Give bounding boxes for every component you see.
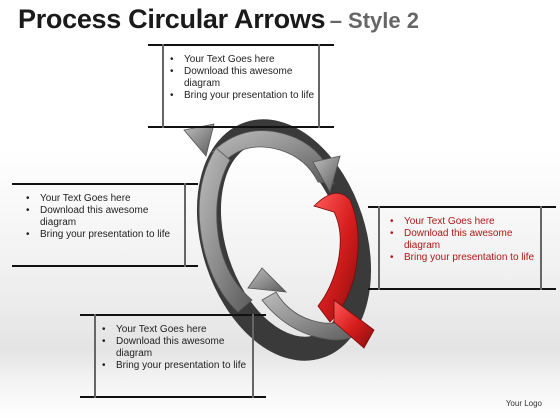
bullet-item: Download this awesome diagram [386,228,536,252]
text-box-top: Your Text Goes here Download this awesom… [148,44,334,128]
bullet-item: Bring your presentation to life [22,229,182,241]
bullet-item: Bring your presentation to life [386,252,536,264]
box-right-tick [540,206,542,290]
logo-text: Your Logo [505,399,542,408]
title-sub: – Style 2 [329,8,419,33]
box-right-tick [184,183,186,267]
bullet-list: Your Text Goes here Download this awesom… [22,193,182,241]
box-right-tick [252,314,254,398]
arrow-gray-left [183,123,253,313]
text-box-right: Your Text Goes here Download this awesom… [368,206,556,290]
text-box-left: Your Text Goes here Download this awesom… [12,183,198,267]
bullet-item: Download this awesome diagram [22,205,182,229]
bullet-list: Your Text Goes here Download this awesom… [386,216,536,264]
bullet-item: Bring your presentation to life [98,360,248,372]
box-top-rule [12,183,198,185]
box-bottom-rule [148,126,334,128]
bullet-item: Your Text Goes here [386,216,536,228]
box-bottom-rule [12,265,198,267]
box-left-tick [378,206,380,290]
bullet-item: Your Text Goes here [22,193,182,205]
bullet-list: Your Text Goes here Download this awesom… [166,54,316,102]
box-top-rule [80,314,266,316]
text-box-bottom: Your Text Goes here Download this awesom… [80,314,266,398]
arrow-red-right [313,192,375,349]
box-bottom-rule [368,288,556,290]
box-bottom-rule [80,396,266,398]
arrow-gray-top [211,130,341,194]
box-left-tick [162,44,164,128]
box-right-tick [318,44,320,128]
page-title: Process Circular Arrows – Style 2 [18,4,419,35]
bullet-list: Your Text Goes here Download this awesom… [98,324,248,372]
bullet-item: Bring your presentation to life [166,90,316,102]
title-main: Process Circular Arrows [18,4,326,34]
bullet-item: Your Text Goes here [166,54,316,66]
box-top-rule [148,44,334,46]
bullet-item: Download this awesome diagram [98,336,248,360]
box-top-rule [368,206,556,208]
box-left-tick [94,314,96,398]
bullet-item: Your Text Goes here [98,324,248,336]
bullet-item: Download this awesome diagram [166,66,316,90]
